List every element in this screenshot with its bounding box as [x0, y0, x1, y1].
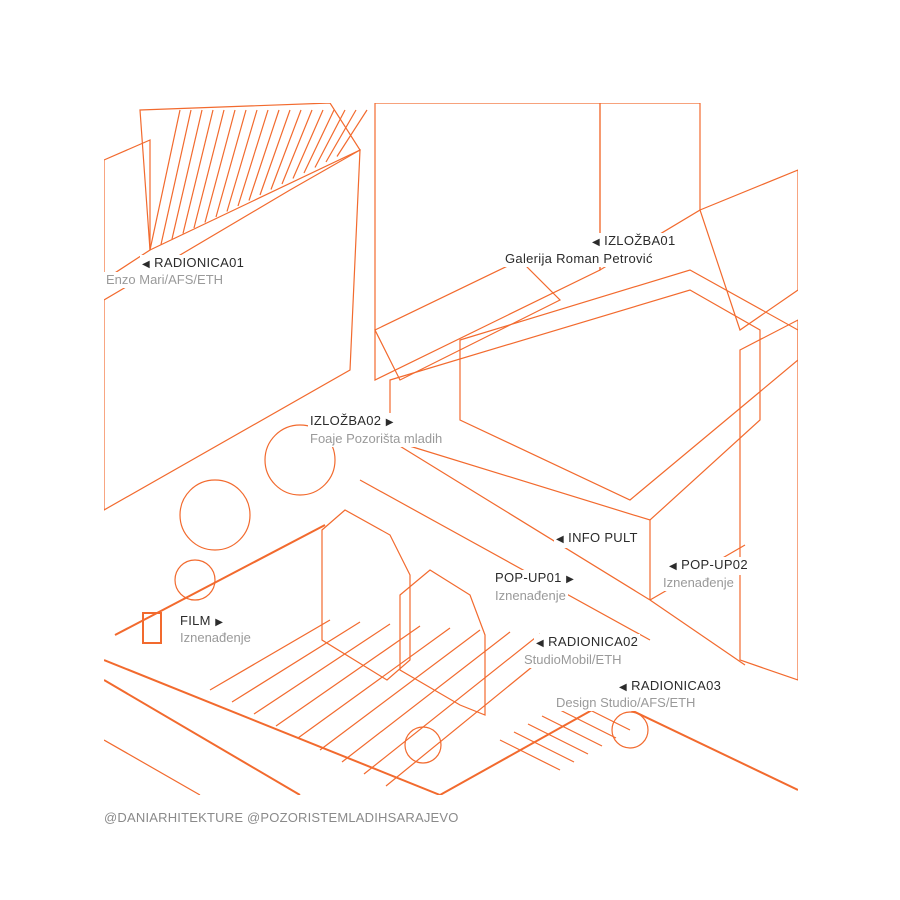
plaza-stripe	[319, 629, 481, 751]
plaza-stripe	[341, 631, 511, 763]
label-subtitle: Foaje Pozorišta mladih	[308, 431, 445, 447]
roof-stripe	[336, 109, 368, 157]
arrow-left-icon: ◀	[669, 561, 677, 572]
roof-stripe	[259, 109, 291, 196]
path-tile	[555, 707, 617, 739]
arrow-left-icon: ◀	[536, 638, 544, 649]
label-subtitle: Enzo Mari/AFS/ETH	[104, 272, 226, 288]
roof-stripe	[149, 109, 181, 251]
roof-stripe	[237, 109, 269, 207]
label-subtitle: StudioMobil/ETH	[522, 652, 624, 668]
label-izlozba01[interactable]: ◀ IZLOŽBA01	[590, 233, 678, 251]
roof-stripe	[215, 109, 247, 218]
roof-stripe	[303, 109, 335, 174]
label-title: POP-UP02	[681, 557, 748, 572]
roof-stripe	[281, 109, 313, 185]
label-title: FILM	[180, 613, 211, 628]
arrow-left-icon: ◀	[619, 682, 627, 693]
plaza-stripe	[209, 619, 331, 691]
label-subtitle: Galerija Roman Petrović	[503, 251, 655, 267]
label-radionica02[interactable]: ◀ RADIONICA02	[534, 634, 641, 652]
roof-stripe	[226, 109, 258, 212]
label-radionica01[interactable]: ◀ RADIONICA01	[140, 255, 247, 273]
label-pop-up01[interactable]: POP-UP01 ▶	[493, 570, 576, 588]
arrow-left-icon: ◀	[142, 259, 150, 270]
label-subtitle: Iznenađenje	[493, 588, 568, 604]
label-title: IZLOŽBA02	[310, 413, 382, 428]
footer-credits: @DANIARHITEKTURE @POZORISTEMLADIHSARAJEV…	[104, 810, 459, 825]
label-title: IZLOŽBA01	[604, 233, 676, 248]
label-info-pult[interactable]: ◀ INFO PULT	[554, 530, 640, 548]
label-title: RADIONICA02	[548, 634, 639, 649]
drawing-lines	[104, 103, 798, 795]
label-izlozba02[interactable]: IZLOŽBA02 ▶	[308, 413, 396, 431]
label-title: RADIONICA01	[154, 255, 245, 270]
roof-stripe	[193, 109, 225, 229]
plaza-stripe	[253, 623, 391, 715]
path-tile	[513, 731, 575, 763]
roof-stripe	[204, 109, 236, 223]
label-subtitle: Design Studio/AFS/ETH	[554, 695, 698, 711]
label-subtitle: Iznenađenje	[178, 630, 253, 646]
roof-stripe	[248, 109, 280, 201]
roof-stripe	[314, 109, 346, 168]
roof-stripe	[182, 109, 214, 234]
path-tile	[499, 739, 561, 771]
arrow-right-icon: ▶	[385, 417, 394, 428]
roof-stripe	[292, 109, 324, 179]
label-radionica03[interactable]: ◀ RADIONICA03	[617, 678, 724, 696]
arrow-right-icon: ▶	[566, 574, 574, 585]
arrow-left-icon: ◀	[592, 237, 600, 248]
roof-stripe	[160, 109, 192, 245]
arrow-left-icon: ◀	[556, 534, 564, 545]
label-title: INFO PULT	[568, 530, 638, 545]
plaza-stripe	[297, 627, 451, 739]
arrow-right-icon: ▶	[215, 617, 223, 628]
label-title: RADIONICA03	[631, 678, 722, 693]
plaza-stripe	[231, 621, 361, 703]
roof-stripe	[270, 109, 302, 190]
path-tile	[527, 723, 589, 755]
plaza-stripe	[363, 633, 541, 775]
label-pop-up02[interactable]: ◀ POP-UP02	[667, 557, 750, 575]
roof-stripe	[325, 109, 357, 163]
roof-stripe	[171, 109, 203, 240]
label-subtitle: Iznenađenje	[661, 575, 736, 591]
label-film[interactable]: FILM ▶	[178, 613, 225, 631]
label-title: POP-UP01	[495, 570, 562, 585]
path-tile	[541, 715, 603, 747]
plaza-stripe	[275, 625, 421, 727]
